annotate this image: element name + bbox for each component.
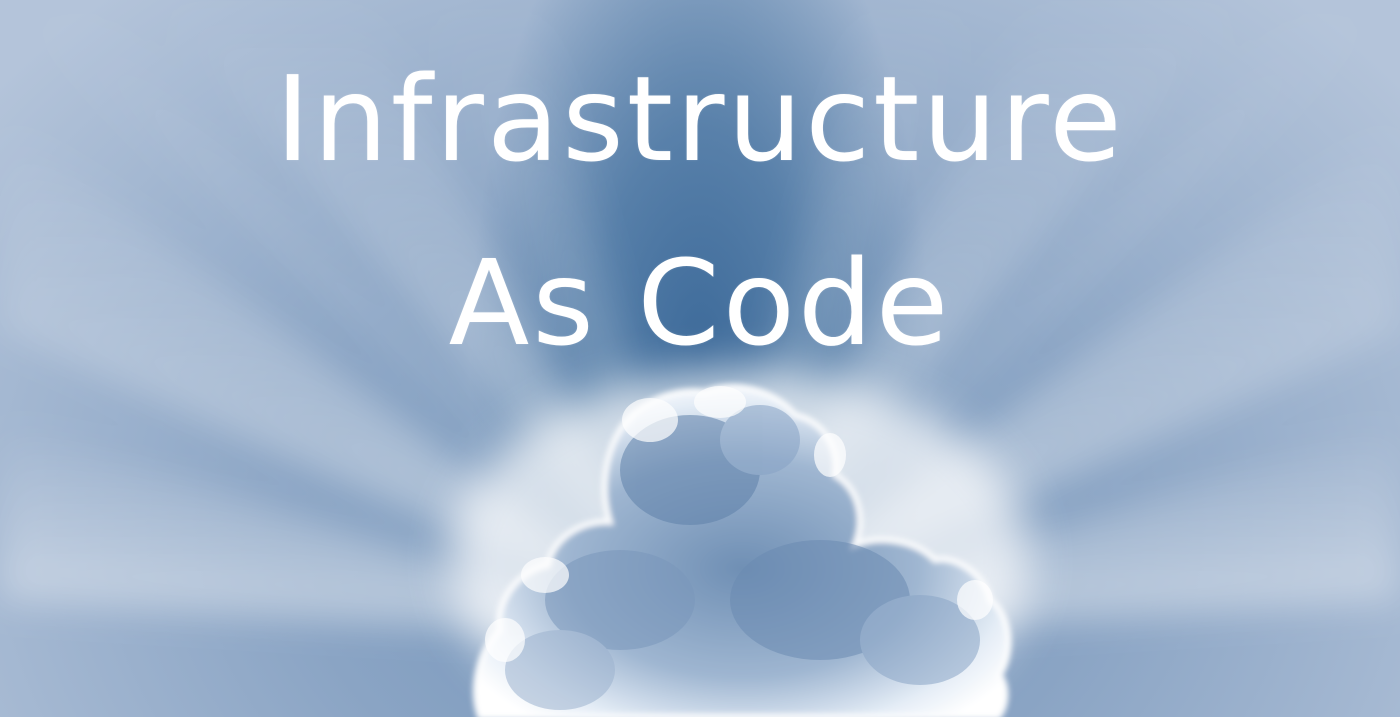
title-line-1: Infrastructure <box>275 50 1125 188</box>
title-line-2: As Code <box>448 234 952 372</box>
